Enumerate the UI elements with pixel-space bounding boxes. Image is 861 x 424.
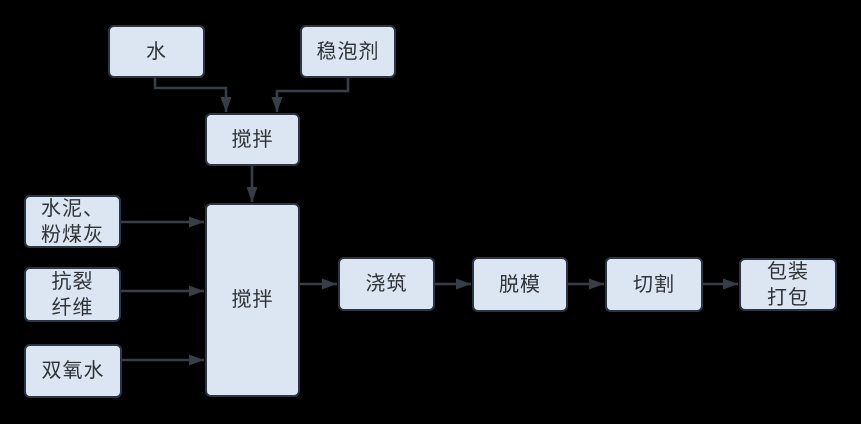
edge-stabilizer-to-mix1 — [271, 78, 350, 112]
node-hydrogen-peroxide: 双氧水 — [24, 344, 122, 398]
node-anti-crack-fiber: 抗裂 纤维 — [24, 267, 121, 322]
node-cutting: 切割 — [605, 257, 703, 312]
node-mixing-foam: 搅拌 — [205, 113, 300, 166]
node-water: 水 — [108, 25, 205, 78]
node-demolding: 脱模 — [472, 257, 568, 312]
edge-water-to-mix1 — [153, 78, 232, 112]
node-mixing-slurry: 搅拌 — [205, 203, 300, 397]
node-cement-fly-ash: 水泥、 粉煤灰 — [24, 195, 121, 248]
node-foam-stabilizer: 稳泡剂 — [300, 25, 396, 78]
node-packing: 包装 打包 — [739, 258, 837, 311]
node-pouring: 浇筑 — [338, 257, 435, 311]
